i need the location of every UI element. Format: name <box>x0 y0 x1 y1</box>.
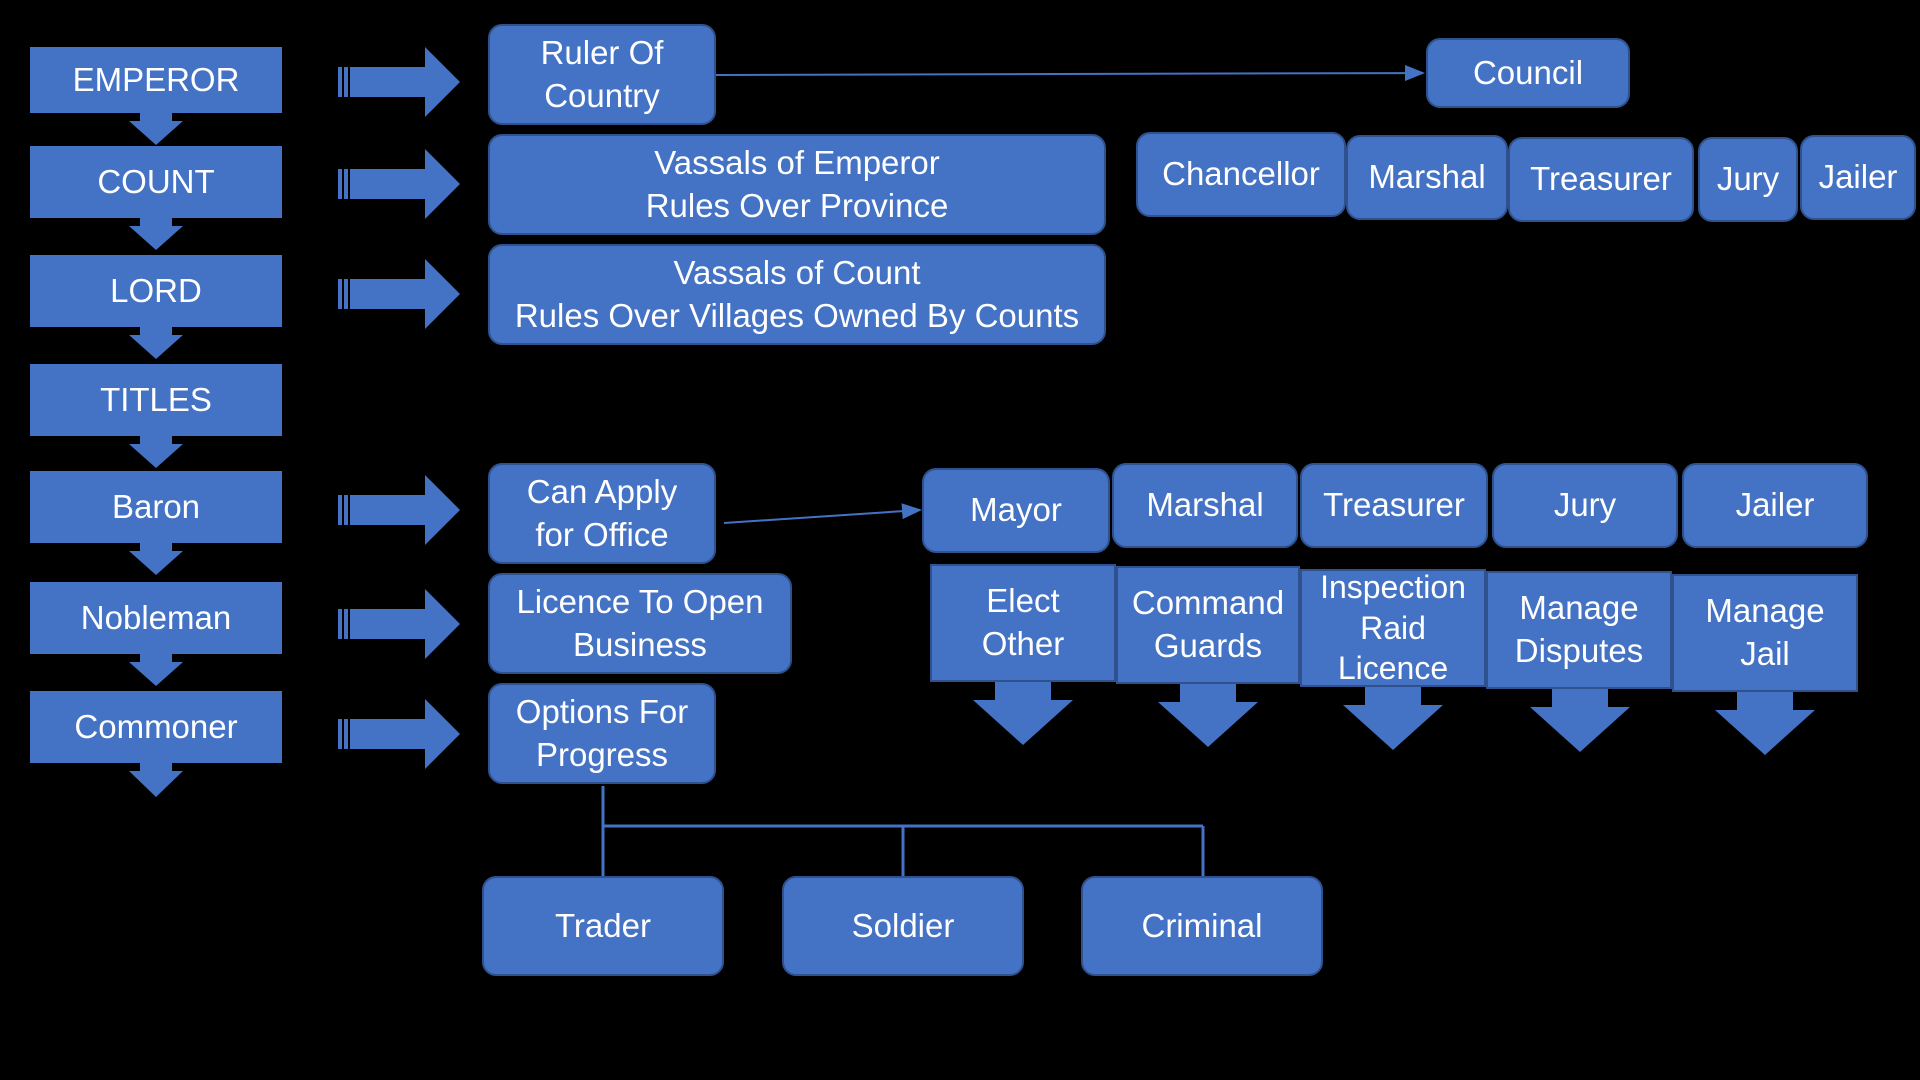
council-member-jury: Jury <box>1698 137 1798 222</box>
office-jailer: Jailer <box>1682 463 1868 548</box>
right-arrow-count <box>338 149 460 219</box>
office-marshal: Marshal <box>1112 463 1298 548</box>
down-arrow-count <box>129 218 183 250</box>
progress-tree-lines <box>601 786 1205 876</box>
rank-emperor: EMPEROR <box>30 47 282 113</box>
rank-baron: Baron <box>30 471 282 543</box>
rank-commoner: Commoner <box>30 691 282 763</box>
desc-emperor: Ruler Of Country <box>488 24 716 125</box>
right-arrow-commoner <box>338 699 460 769</box>
right-arrow-lord <box>338 259 460 329</box>
down-arrow-emperor <box>129 113 183 145</box>
desc-lord: Vassals of Count Rules Over Villages Own… <box>488 244 1106 345</box>
duty-arrow-jail <box>1715 692 1815 755</box>
duty-manage-disputes: Manage Disputes <box>1486 571 1672 689</box>
option-soldier: Soldier <box>782 876 1024 976</box>
duty-elect-other: Elect Other <box>930 564 1116 682</box>
rank-titles: TITLES <box>30 364 282 436</box>
office-jury: Jury <box>1492 463 1678 548</box>
office-mayor: Mayor <box>922 468 1110 553</box>
council-member-jailer: Jailer <box>1800 135 1916 220</box>
right-arrow-nobleman <box>338 589 460 659</box>
duty-arrow-inspection <box>1343 687 1443 750</box>
council-member-marshal: Marshal <box>1346 135 1508 220</box>
duty-arrow-disputes <box>1530 689 1630 752</box>
option-criminal: Criminal <box>1081 876 1323 976</box>
rank-count: COUNT <box>30 146 282 218</box>
rank-nobleman: Nobleman <box>30 582 282 654</box>
down-arrow-nobleman <box>129 654 183 686</box>
right-arrow-emperor <box>338 47 460 117</box>
duty-arrow-command <box>1158 684 1258 747</box>
down-arrow-lord <box>129 327 183 359</box>
duty-manage-jail: Manage Jail <box>1672 574 1858 692</box>
office-treasurer: Treasurer <box>1300 463 1488 548</box>
option-trader: Trader <box>482 876 724 976</box>
council-member-treasurer: Treasurer <box>1508 137 1694 222</box>
council-member-chancellor: Chancellor <box>1136 132 1346 217</box>
down-arrow-commoner <box>129 763 183 797</box>
down-arrow-baron <box>129 543 183 575</box>
desc-commoner: Options For Progress <box>488 683 716 784</box>
council-box: Council <box>1426 38 1630 108</box>
connector-ruler-to-council <box>715 65 1425 82</box>
duty-command-guards: Command Guards <box>1116 566 1300 684</box>
desc-count: Vassals of Emperor Rules Over Province <box>488 134 1106 235</box>
connector-baron-to-mayor <box>723 503 922 524</box>
desc-nobleman: Licence To Open Business <box>488 573 792 674</box>
duty-arrow-elect <box>973 682 1073 745</box>
desc-baron: Can Apply for Office <box>488 463 716 564</box>
duty-inspection-raid-licence: Inspection Raid Licence <box>1300 569 1486 687</box>
right-arrow-baron <box>338 475 460 545</box>
down-arrow-titles <box>129 436 183 468</box>
rank-lord: LORD <box>30 255 282 327</box>
